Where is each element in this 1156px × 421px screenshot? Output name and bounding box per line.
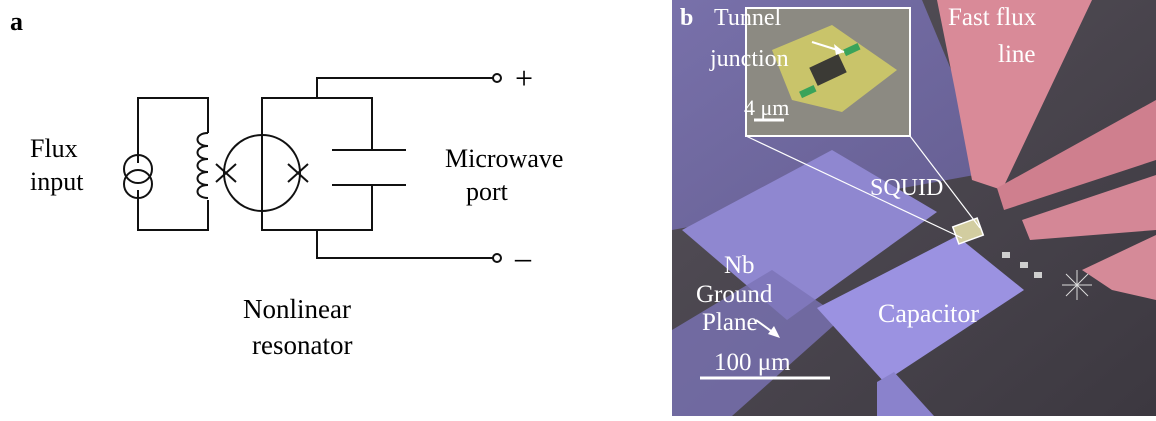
capacitor-label: Capacitor	[878, 299, 979, 328]
flux-input-label-2: input	[30, 167, 84, 196]
capacitor-pad	[817, 236, 1024, 382]
circuit-schematic: a + – Flux input Microwave port Nonlinea…	[10, 7, 563, 360]
scale-label: 100 μm	[714, 349, 791, 376]
plane-label: Plane	[702, 309, 758, 336]
current-source-top	[123, 154, 153, 184]
flux-input-label-1: Flux	[30, 134, 78, 163]
squid-loop	[223, 134, 301, 212]
squid-label: SQUID	[870, 175, 943, 201]
current-source-bottom	[123, 169, 153, 199]
sem-image: b Tunnel junction 4 μm Fast flux line SQ…	[672, 0, 1156, 416]
junction-hole	[809, 54, 847, 86]
capacitor-lead	[877, 372, 934, 416]
plus-sign: +	[515, 60, 533, 96]
inductor-coil	[196, 132, 209, 199]
inset-zoom	[745, 7, 911, 137]
port-terminal-minus	[492, 253, 502, 263]
flux-line-finger-1	[997, 100, 1156, 210]
inset-callout-lines	[745, 135, 981, 239]
alignment-mark	[1062, 270, 1092, 300]
nb-label: Nb	[724, 252, 755, 279]
junction-arrow-head	[834, 44, 844, 55]
microwave-port-label-2: port	[466, 177, 509, 206]
panel-b-micrograph: b Tunnel junction 4 μm Fast flux line SQ…	[672, 0, 1156, 416]
flux-line-finger-3	[1082, 235, 1156, 300]
ground-plane-nb	[682, 150, 937, 320]
tunnel-label-1: Tunnel	[714, 5, 781, 31]
fast-flux-label-1: Fast flux	[948, 4, 1037, 31]
fast-flux-label-2: line	[998, 41, 1036, 68]
fast-flux-line	[937, 0, 1092, 190]
pad-2	[1020, 262, 1028, 268]
squid-resonator	[215, 73, 502, 263]
pad-1	[1002, 252, 1010, 258]
port-terminal-plus	[492, 73, 502, 83]
inset-scale-label: 4 μm	[744, 95, 789, 120]
flux-input-loop	[123, 97, 209, 231]
ground-label: Ground	[696, 281, 773, 308]
plane-arrow-head	[768, 326, 780, 338]
microwave-port-label-1: Microwave	[445, 144, 563, 173]
panel-a-circuit: a + – Flux input Microwave port Nonlinea…	[10, 7, 563, 360]
resonator-label-1: Nonlinear	[243, 294, 351, 324]
panel-a-label: a	[10, 7, 23, 36]
pad-3	[1034, 272, 1042, 278]
panel-b-label: b	[680, 5, 693, 31]
flux-line-finger-2	[1022, 175, 1156, 240]
junction-green-2	[799, 84, 817, 99]
resonator-label-2: resonator	[252, 330, 352, 360]
tunnel-label-2: junction	[709, 46, 789, 72]
minus-sign: –	[514, 239, 532, 275]
junction-green-1	[843, 42, 861, 57]
